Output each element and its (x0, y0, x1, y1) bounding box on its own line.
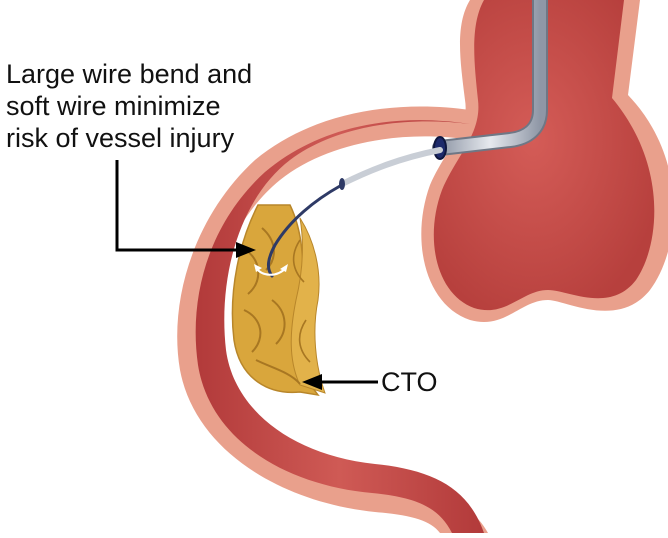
cto-leader (302, 374, 378, 390)
guiding-catheter (432, 0, 548, 160)
wire-bend-label-line-3: risk of vessel injury (6, 123, 235, 153)
microcatheter (339, 147, 443, 187)
bend-arc-icon (254, 264, 288, 276)
wire-bend-label-line-1: Large wire bend and (6, 59, 253, 89)
cto-label: CTO (381, 366, 438, 398)
wire-bend-label: Large wire bend and soft wire minimize r… (6, 58, 252, 154)
wire-bend-label-line-2: soft wire minimize (6, 91, 221, 121)
cto-label-text: CTO (381, 367, 438, 397)
guidewire (266, 184, 342, 278)
wire-bend-leader (115, 160, 256, 258)
aortic-bulb (421, 0, 668, 322)
vessel-lumen (195, 120, 485, 534)
cto-plaque (231, 204, 326, 397)
